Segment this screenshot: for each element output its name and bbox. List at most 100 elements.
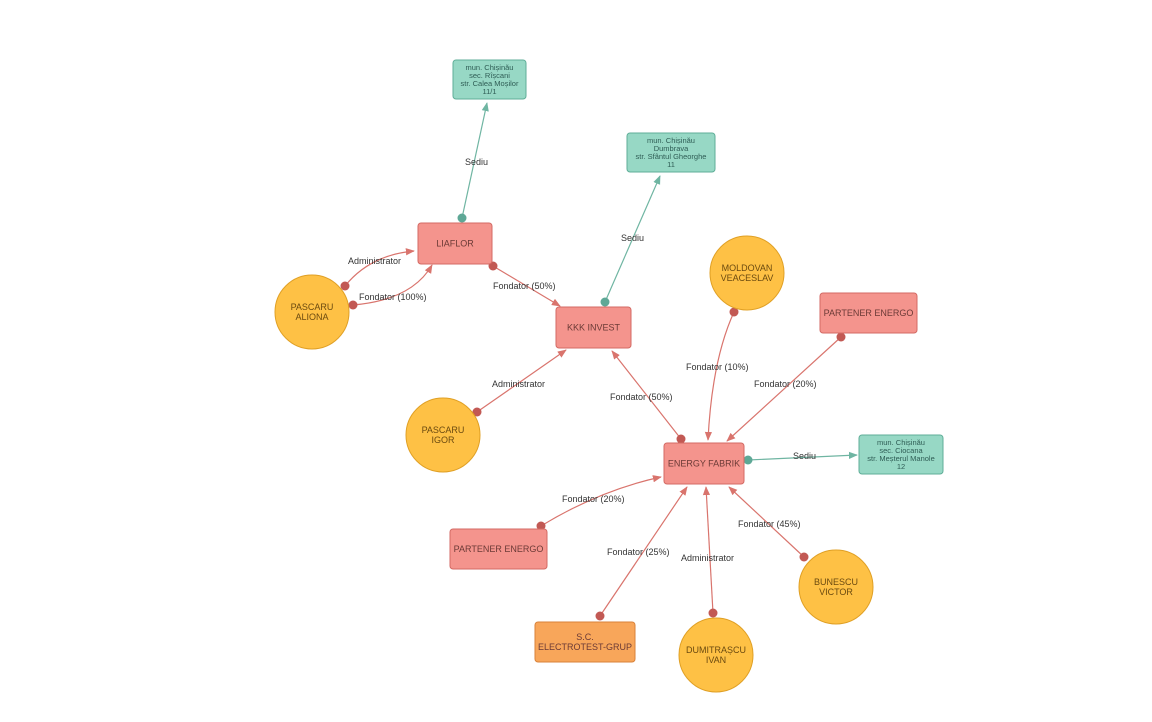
node-energy-fabrik[interactable]: ENERGY FABRIK (663, 442, 745, 485)
edge-label: Fondator (50%) (610, 392, 673, 402)
edge-label: Administrator (492, 379, 545, 389)
node-label-line: IVAN (706, 655, 726, 665)
edge-label: Administrator (348, 256, 401, 266)
edge-line[interactable] (344, 248, 415, 287)
edge-aliona-admin: Administrator (340, 248, 415, 291)
node-shape[interactable] (798, 549, 874, 625)
edge-line[interactable] (599, 486, 688, 617)
edge-label: Fondator (20%) (754, 379, 817, 389)
node-label-line: 11 (667, 160, 675, 169)
node-shape[interactable] (417, 222, 493, 265)
node-shape[interactable] (626, 132, 716, 173)
node-shape[interactable] (452, 59, 527, 100)
edge-line[interactable] (461, 102, 489, 219)
edge-line[interactable] (540, 475, 662, 527)
node-kkk-invest[interactable]: KKK INVEST (555, 306, 632, 349)
edge-energy-sediu: Sediu (743, 451, 858, 465)
node-shape[interactable] (678, 617, 754, 693)
node-shape[interactable] (449, 528, 548, 570)
edge-source-dot[interactable] (708, 608, 718, 618)
node-shape[interactable] (534, 621, 636, 663)
node-label-line: Dumbrava (654, 144, 689, 153)
edge-label: Sediu (621, 233, 644, 243)
node-label-line: ALIONA (295, 312, 328, 322)
edge-igor-admin: Administrator (472, 349, 567, 417)
edge-label: Fondator (100%) (359, 292, 427, 302)
node-shape[interactable] (709, 235, 785, 311)
node-label-line: DUMITRAȘCU (686, 645, 746, 655)
edge-label: Administrator (681, 553, 734, 563)
node-label-line: sec. Ciocana (879, 446, 923, 455)
edge-liaflor-sediu: Sediu (457, 102, 489, 223)
edge-line[interactable] (604, 175, 661, 303)
edge-line[interactable] (728, 486, 805, 558)
edge-line[interactable] (747, 451, 858, 461)
node-label-line: VEACESLAV (721, 273, 774, 283)
node-shape[interactable] (405, 397, 481, 473)
edge-line[interactable] (352, 264, 433, 306)
node-label-line: BUNESCU (814, 577, 858, 587)
node-electrotest[interactable]: S.C.ELECTROTEST-GRUP (534, 621, 636, 663)
edge-electrotest-fondator: Fondator (25%) (595, 486, 688, 621)
edge-source-dot[interactable] (799, 552, 809, 562)
edge-aliona-fondator: Fondator (100%) (348, 264, 433, 310)
edge-line[interactable] (492, 265, 561, 307)
node-label-line: str. Sfântul Gheorghe (636, 152, 707, 161)
edge-source-dot[interactable] (340, 281, 350, 291)
node-partener-energo-top[interactable]: PARTENER ENERGO (819, 292, 918, 334)
edge-dumitrascu-admin: Administrator (681, 486, 734, 618)
edge-energy-fondator-kkk: Fondator (50%) (610, 350, 686, 444)
edge-source-dot[interactable] (457, 213, 467, 223)
edge-bunescu-fondator: Fondator (45%) (728, 486, 809, 562)
node-label-line: KKK INVEST (567, 323, 621, 333)
node-partener-energo-bottom[interactable]: PARTENER ENERGO (449, 528, 548, 570)
node-shape[interactable] (555, 306, 632, 349)
edge-source-dot[interactable] (729, 307, 739, 317)
edge-source-dot[interactable] (348, 300, 358, 310)
node-label-line: mun. Chișinău (877, 438, 925, 447)
node-shape[interactable] (663, 442, 745, 485)
edge-source-dot[interactable] (472, 407, 482, 417)
node-label-line: str. Meșterul Manole (867, 454, 935, 463)
edge-label: Fondator (20%) (562, 494, 625, 504)
edge-source-dot[interactable] (743, 455, 753, 465)
node-label-line: PARTENER ENERGO (824, 308, 914, 318)
edge-source-dot[interactable] (836, 332, 846, 342)
edge-line[interactable] (611, 350, 682, 440)
node-shape[interactable] (858, 434, 944, 475)
node-label-line: PASCARU (291, 302, 334, 312)
node-label-line: LIAFLOR (436, 239, 474, 249)
node-label-line: sec. Rîșcani (469, 71, 510, 80)
edge-label: Fondator (10%) (686, 362, 749, 372)
edge-kkk-sediu: Sediu (600, 175, 661, 307)
edge-line[interactable] (726, 336, 842, 442)
node-label-line: mun. Chișinău (647, 136, 695, 145)
node-label-line: ENERGY FABRIK (668, 459, 740, 469)
node-shape[interactable] (819, 292, 918, 334)
node-shape[interactable] (274, 274, 350, 350)
edge-moldovan-fondator: Fondator (10%) (686, 307, 749, 441)
edge-source-dot[interactable] (536, 521, 546, 531)
edge-source-dot[interactable] (595, 611, 605, 621)
node-label-line: VICTOR (819, 587, 853, 597)
edge-line[interactable] (704, 311, 735, 441)
edge-source-dot[interactable] (676, 434, 686, 444)
node-label-line: IGOR (431, 435, 455, 445)
node-label-line: PARTENER ENERGO (454, 544, 544, 554)
edge-line[interactable] (702, 486, 714, 614)
edge-line[interactable] (476, 349, 567, 413)
edge-source-dot[interactable] (600, 297, 610, 307)
node-liaflor[interactable]: LIAFLOR (417, 222, 493, 265)
edge-label: Fondator (50%) (493, 281, 556, 291)
